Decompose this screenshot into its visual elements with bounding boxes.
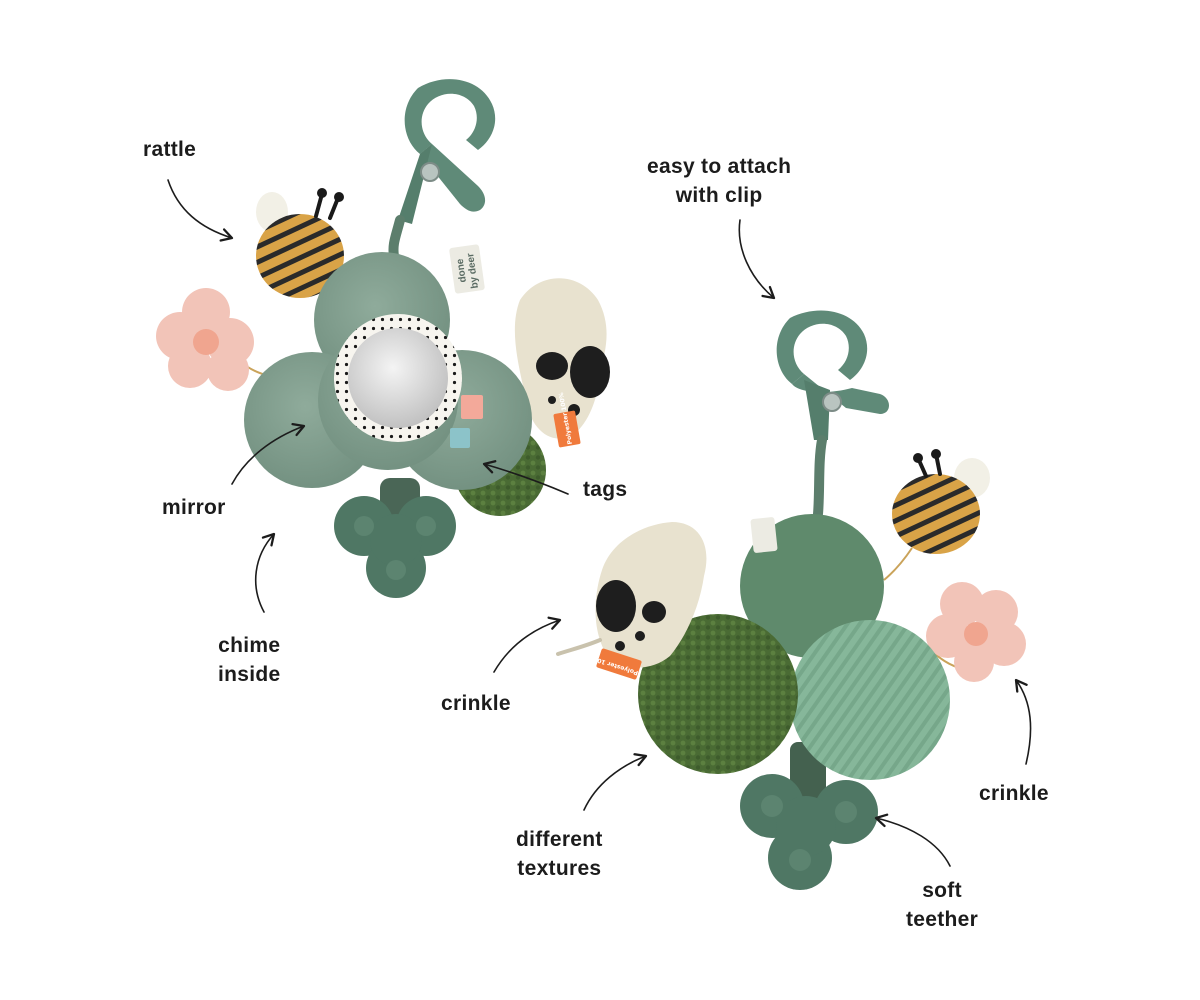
- bee-rattle-left: [256, 188, 344, 298]
- label-crinkle-right: crinkle: [979, 782, 1049, 805]
- arrow-tags: [482, 460, 569, 495]
- cow-right: Polyester 100%: [556, 522, 707, 680]
- arrow-chime-inside: [254, 532, 276, 613]
- label-tags: tags: [583, 478, 628, 501]
- label-rattle: rattle: [143, 138, 197, 161]
- flower-left: [156, 288, 254, 391]
- brand-label-line1: done: [455, 257, 469, 283]
- toy-back-view: Polyester 100%: [556, 310, 1026, 890]
- label-easy-to-attach: easy to attach with clip: [647, 155, 792, 207]
- clip-right: [776, 310, 889, 519]
- label-different-textures: different textures: [516, 828, 603, 880]
- teether-left: [334, 478, 456, 598]
- clip-left: [388, 79, 496, 261]
- mirror-left: [334, 314, 483, 448]
- brand-label-line2: by deer: [465, 252, 481, 289]
- label-mirror: mirror: [162, 496, 226, 519]
- flower-right: [926, 582, 1026, 682]
- clover-plush-right: [638, 514, 950, 780]
- annotation-arrows: [167, 179, 1032, 867]
- arrow-easy-to-attach: [738, 219, 776, 300]
- arrow-different-textures: [583, 753, 648, 811]
- toy-front-view: Polyester 100% done by deer: [156, 79, 610, 598]
- label-chime-inside: chime inside: [218, 634, 281, 686]
- label-soft-teether: soft teether: [906, 879, 979, 931]
- arrow-soft-teether: [874, 813, 951, 867]
- arrow-crinkle-right: [1014, 678, 1032, 765]
- arrow-rattle: [167, 179, 234, 242]
- cow-left: Polyester 100%: [514, 278, 610, 448]
- label-crinkle-left: crinkle: [441, 692, 511, 715]
- arrow-crinkle-left: [493, 616, 562, 673]
- bee-right: [892, 449, 990, 554]
- arrow-mirror: [231, 422, 306, 485]
